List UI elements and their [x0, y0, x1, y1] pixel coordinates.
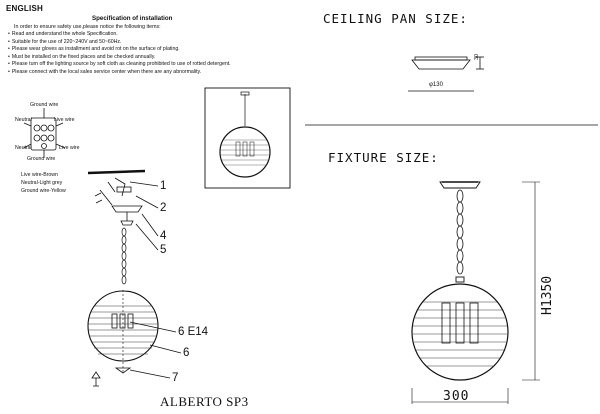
- wiring-ground-bottom-label: Ground wire: [27, 156, 56, 162]
- part-callout-6-e14: 6 E14: [178, 326, 209, 338]
- wiring-ground-top-label: Ground wire: [30, 102, 59, 108]
- instruction-item: Suitable for the use of 220~240V and 50~…: [8, 39, 298, 47]
- wiring-live-bottom-label: Live wire: [59, 145, 80, 151]
- instruction-list: Read and understand the whole Specificat…: [8, 31, 298, 76]
- instruction-item: Read and understand the whole Specificat…: [8, 31, 298, 39]
- part-callout-2: 2: [160, 202, 167, 214]
- instruction-item: Please turn off the lighting source by s…: [8, 61, 298, 69]
- wire-color-legend-live: Live wire-Brown: [21, 172, 58, 178]
- ceiling-pan-drawing: [408, 56, 484, 92]
- part-callout-1: 1: [160, 180, 167, 192]
- ceiling-pan-diameter-dim: φ130: [429, 82, 443, 88]
- wiring-neutral-label: Neutral: [15, 117, 32, 123]
- fixture-size-drawing: [411, 181, 540, 404]
- spec-intro: In order to ensure safety use,please not…: [14, 24, 161, 30]
- model-name: ALBERTO SP3: [160, 394, 249, 409]
- assembly-drawing: [87, 169, 182, 387]
- wiring-terminal-diagram: [23, 108, 66, 158]
- part-callout-6: 6: [183, 347, 190, 359]
- fixture-size-title: FIXTURE SIZE:: [328, 150, 439, 165]
- instruction-item: Please connect with the local sales serv…: [8, 69, 298, 77]
- part-callout-4: 4: [160, 230, 167, 242]
- ceiling-pan-title: CEILING PAN SIZE:: [323, 11, 468, 26]
- instruction-item: Must be installed on the fixed places an…: [8, 54, 298, 62]
- part-callout-7: 7: [172, 372, 179, 384]
- instruction-item: Please wear gloves as installment and av…: [8, 46, 298, 54]
- wire-color-legend-neutral: Neutral-Light grey: [21, 180, 63, 186]
- part-callout-5: 5: [160, 244, 167, 256]
- fixture-width-dim: 300: [443, 389, 470, 404]
- wiring-neutral-bottom-label: Neutral: [15, 145, 32, 151]
- wire-color-legend-ground: Ground wire-Yellow: [21, 188, 66, 194]
- language-label: ENGLISH: [6, 4, 43, 13]
- wiring-live-label: Live wire: [54, 117, 75, 123]
- spec-title: Specification of installation: [92, 15, 173, 22]
- product-photo-frame: [204, 87, 291, 189]
